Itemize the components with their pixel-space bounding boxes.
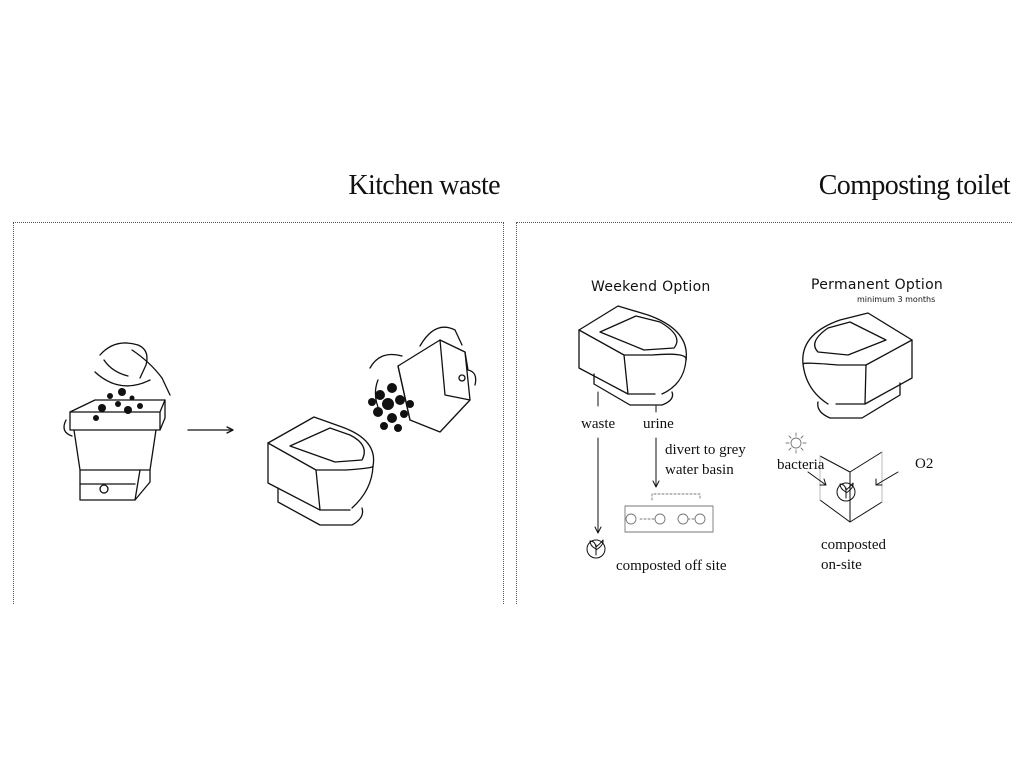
bacteria-icon bbox=[785, 432, 807, 454]
kitchen-waste-panel bbox=[13, 222, 504, 604]
composting-toilet-heading: Composting toilet bbox=[818, 170, 1011, 201]
composted-off-site-label: composted off site bbox=[616, 558, 727, 574]
compost-bucket-illustration bbox=[63, 342, 171, 501]
weekend-toilet-illustration bbox=[578, 305, 687, 406]
grey-water-basin-icon bbox=[624, 493, 714, 533]
kitchen-waste-heading: Kitchen waste bbox=[348, 170, 500, 201]
sprout-icon bbox=[586, 539, 606, 559]
flow-arrows bbox=[807, 471, 899, 486]
weekend-option-title: Weekend Option bbox=[591, 279, 711, 295]
bucket-pouring-illustration bbox=[368, 326, 477, 433]
waste-label: waste bbox=[581, 416, 616, 432]
permanent-option-subtitle: minimum 3 months bbox=[857, 295, 936, 304]
weekend-flow-lines bbox=[594, 391, 660, 534]
sprout-icon bbox=[836, 482, 856, 502]
divert-label-line1: divert to grey bbox=[665, 442, 746, 458]
o2-label: O2 bbox=[915, 456, 934, 472]
divert-label-line2: water basin bbox=[665, 462, 734, 478]
process-arrow bbox=[187, 426, 234, 434]
composted-on-site-line1: composted bbox=[821, 537, 886, 553]
bacteria-label: bacteria bbox=[777, 457, 825, 473]
kitchen-toilet-illustration bbox=[267, 416, 375, 526]
permanent-option-title: Permanent Option bbox=[811, 277, 944, 293]
composted-on-site-line2: on-site bbox=[821, 557, 862, 573]
compost-chamber-diagram bbox=[819, 451, 883, 523]
composting-toilet-panel bbox=[516, 222, 1012, 604]
urine-label: urine bbox=[643, 416, 674, 432]
permanent-toilet-illustration bbox=[802, 312, 913, 419]
